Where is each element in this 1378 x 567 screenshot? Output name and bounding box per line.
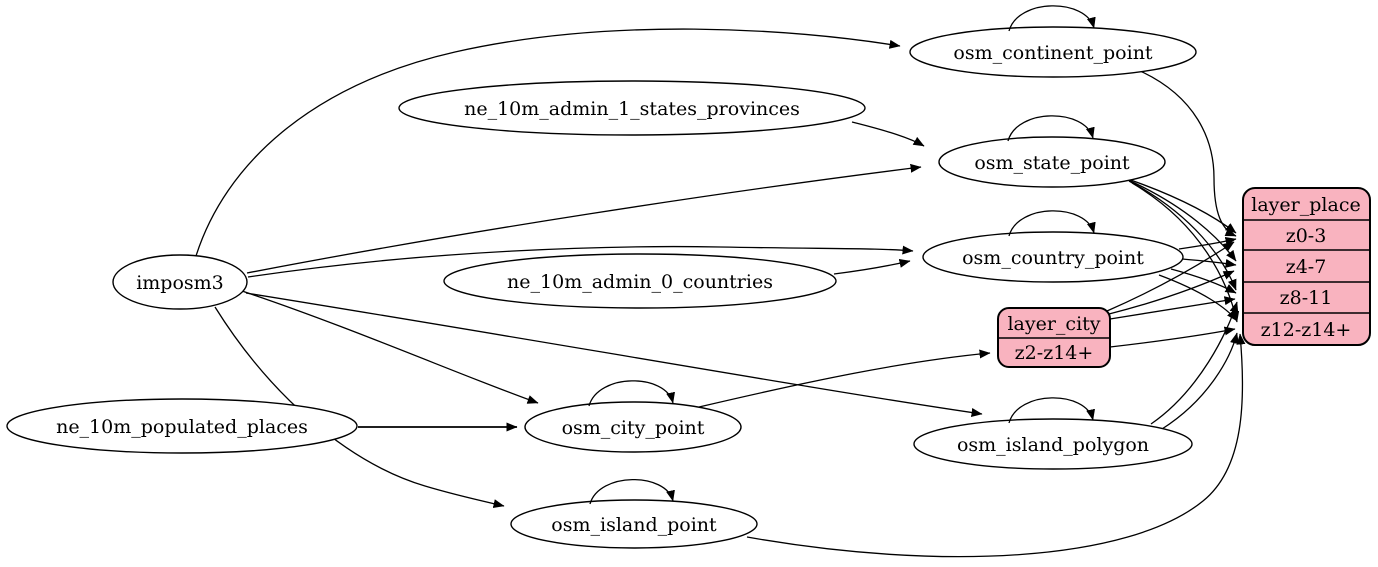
- ne_10m_admin_0_countries-label: ne_10m_admin_0_countries: [507, 271, 773, 293]
- edge-imposm3-osm_country_point: [247, 245, 914, 278]
- layer_place-row-z4-7: z4-7: [1286, 256, 1327, 278]
- node-layer_city: layer_city z2-z14+: [997, 307, 1111, 368]
- layer_place-row-z12-z14: z12-z14+: [1261, 319, 1352, 341]
- layer_place-row-z0-3: z0-3: [1286, 225, 1327, 247]
- edge-osm_state_point-layer_place-z4-7: [1125, 178, 1237, 262]
- layer_place-row-z8-11: z8-11: [1280, 287, 1333, 309]
- osm_island_point-ellipse: [510, 499, 758, 549]
- edge-osm_island_point-layer_place-z12-z14: [746, 333, 1246, 558]
- imposm3-label: imposm3: [136, 272, 224, 294]
- edge-osm_country_point-layer_place-z0-3: [1178, 236, 1237, 250]
- node-osm_state_point: osm_state_point: [938, 136, 1166, 188]
- self-loop-osm_continent_point: [1008, 5, 1096, 32]
- osm_island_point-label: osm_island_point: [551, 514, 717, 536]
- node-ne_10m_populated_places: ne_10m_populated_places: [6, 398, 358, 454]
- node-ne_10m_admin_0_countries: ne_10m_admin_0_countries: [443, 253, 837, 309]
- osm_continent_point-label: osm_continent_point: [953, 42, 1153, 64]
- edge-osm_country_point-layer_place-z12-z14: [1158, 274, 1238, 322]
- node-ne_10m_admin_1_states_provinces: ne_10m_admin_1_states_provinces: [398, 80, 866, 136]
- edge-ne_10m_admin_1_states_provinces-osm_state_point: [851, 121, 925, 147]
- edges: [195, 28, 1246, 558]
- osm_island_polygon-ellipse: [913, 418, 1193, 470]
- node-osm_country_point: osm_country_point: [922, 231, 1184, 283]
- edge-osm_island_polygon-layer_place-z8-11: [1150, 301, 1239, 425]
- osm_state_point-label: osm_state_point: [974, 152, 1130, 174]
- osm_country_point-ellipse: [922, 231, 1184, 283]
- edge-imposm3-osm_city_point: [241, 290, 539, 404]
- ne_10m_admin_1_states_provinces-ellipse: [398, 80, 866, 136]
- ne_10m_populated_places-ellipse: [6, 398, 358, 454]
- node-osm_city_point: osm_city_point: [524, 401, 742, 453]
- edge-osm_state_point-layer_place-z0-3: [1121, 176, 1237, 234]
- ne_10m_admin_0_countries-ellipse: [443, 253, 837, 309]
- edge-layer_city-layer_place-z8-11: [1109, 296, 1236, 320]
- edge-osm_country_point-layer_place-z4-7: [1181, 258, 1237, 268]
- layer_place-box: [1242, 187, 1371, 346]
- self-loop-osm_country_point: [1008, 210, 1096, 237]
- node-osm_island_polygon: osm_island_polygon: [913, 418, 1193, 470]
- edge-layer_city-layer_place-z4-7: [1108, 270, 1235, 315]
- edge-osm_island_polygon-layer_place-z12-z14: [1161, 332, 1239, 430]
- edge-osm_continent_point-layer_place-z0-3: [1137, 69, 1237, 237]
- edge-ne_10m_admin_0_countries-osm_country_point: [833, 258, 911, 275]
- edge-layer_city-layer_place-z12-z14: [1109, 326, 1236, 348]
- osm_continent_point-ellipse: [909, 26, 1197, 78]
- ne_10m_admin_1_states_provinces-label: ne_10m_admin_1_states_provinces: [464, 98, 800, 120]
- edge-imposm3-osm_island_point: [214, 306, 505, 509]
- self-loop-osm_city_point: [588, 380, 675, 407]
- edge-imposm3-osm_state_point: [246, 163, 922, 274]
- osm_state_point-ellipse: [938, 136, 1166, 188]
- self-loop-osm_state_point: [1007, 115, 1095, 142]
- edge-imposm3-osm_island_polygon: [245, 292, 983, 417]
- edge-imposm3-osm_continent_point: [195, 28, 901, 257]
- layer_city-row-z2-z14: z2-z14+: [1015, 342, 1094, 364]
- edge-layer_city-layer_place-z0-3: [1106, 241, 1235, 312]
- osm_city_point-label: osm_city_point: [562, 417, 705, 439]
- imposm3-ellipse: [112, 254, 248, 310]
- node-osm_island_point: osm_island_point: [510, 499, 758, 549]
- osm_country_point-label: osm_country_point: [962, 247, 1144, 269]
- osm_island_polygon-label: osm_island_polygon: [957, 434, 1149, 456]
- self-loops: [588, 5, 1096, 505]
- self-loop-osm_island_polygon: [1008, 397, 1095, 424]
- layer_place-title: layer_place: [1251, 194, 1360, 216]
- node-osm_continent_point: osm_continent_point: [909, 26, 1197, 78]
- ne_10m_populated_places-label: ne_10m_populated_places: [56, 416, 308, 438]
- node-layer_place: layer_place z0-3 z4-7 z8-11 z12-z14+: [1242, 187, 1371, 346]
- self-loop-osm_island_point: [589, 478, 675, 505]
- osm_city_point-ellipse: [524, 401, 742, 453]
- edge-osm_city_point-layer_city-z2-z14: [698, 349, 991, 408]
- layer_city-title: layer_city: [1007, 313, 1100, 335]
- node-imposm3: imposm3: [112, 254, 248, 310]
